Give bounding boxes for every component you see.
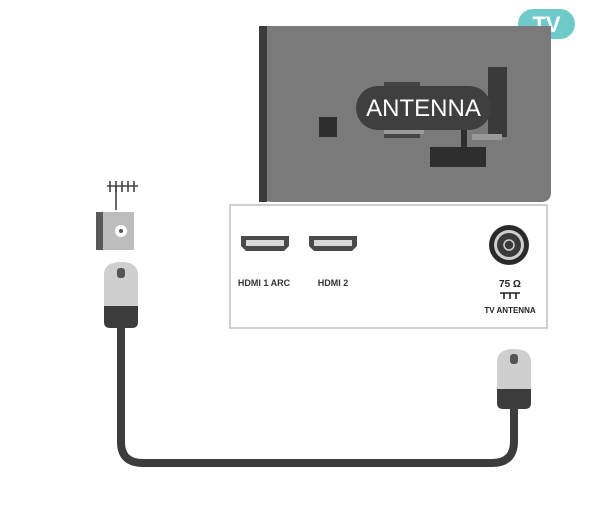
wall-socket-pin — [119, 229, 123, 233]
hdmi-1-arc-label: HDMI 1 ARC — [238, 278, 291, 288]
tv-antenna-label: TV ANTENNA — [484, 306, 535, 315]
back-connector-small — [319, 117, 337, 137]
hdmi-2-port: HDMI 2 — [309, 236, 357, 288]
back-connector-highlight-2 — [472, 134, 502, 140]
hdmi-2-label: HDMI 2 — [318, 278, 349, 288]
antenna-callout-label: ANTENNA — [366, 95, 481, 122]
back-connector-tall — [488, 67, 507, 137]
plug-body — [497, 389, 531, 409]
back-connector-highlight — [384, 128, 424, 134]
coax-plug-icon — [497, 349, 531, 409]
plug-collar — [104, 290, 138, 306]
wall-socket-edge — [96, 212, 103, 250]
antenna-impedance-label: 75 Ω — [499, 279, 521, 290]
coax-port-inner — [497, 233, 521, 257]
plug-collar — [497, 375, 531, 389]
coax-cable — [117, 322, 518, 467]
plug-body — [104, 306, 138, 328]
hdmi-port-slot — [246, 240, 284, 246]
wall-antenna — [96, 181, 138, 250]
antenna-callout: ANTENNA — [356, 86, 491, 130]
coax-port-pin — [503, 239, 515, 251]
connector-panel: HDMI 1 ARC HDMI 2 75 Ω TV ANTENNA — [229, 204, 548, 329]
plug-pin — [510, 354, 518, 364]
coax-plug-icon — [104, 262, 138, 328]
connector-panel-frame — [229, 204, 548, 329]
plug-pin — [117, 268, 125, 278]
antenna-symbol-icon — [107, 181, 138, 210]
wall-socket-icon — [96, 212, 134, 250]
hdmi-1-arc-port: HDMI 1 ARC — [238, 236, 291, 288]
tv-antenna-port: 75 Ω TV ANTENNA — [484, 225, 536, 315]
hdmi-port-slot — [314, 240, 352, 246]
ground-symbol-icon — [500, 292, 520, 299]
tv-edge — [259, 26, 267, 202]
back-connector-wide — [430, 147, 486, 167]
antenna-callout-pill — [356, 86, 491, 130]
